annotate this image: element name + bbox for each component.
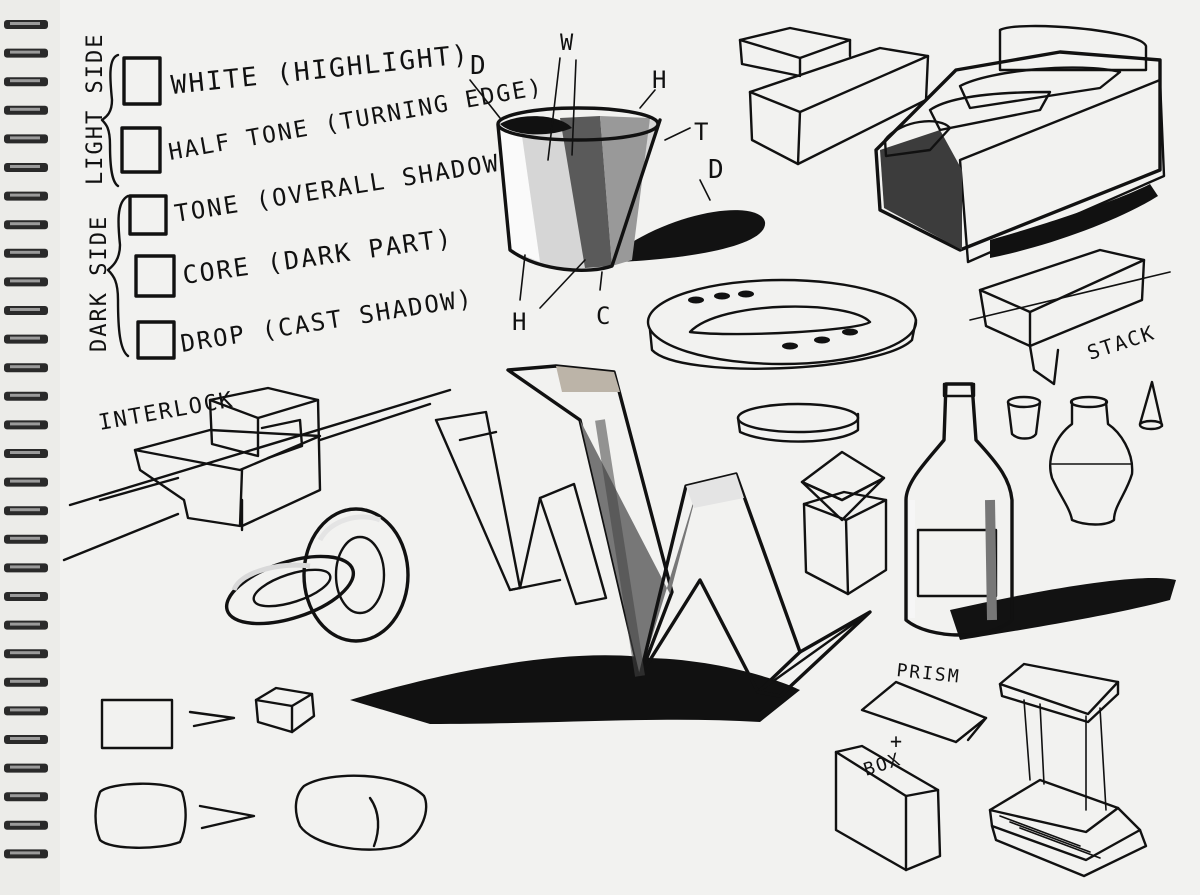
label-plus: + [890,729,904,753]
spiral-ring [4,334,48,344]
cyl-label-c: C [596,302,612,330]
w-wireframe-sketch [434,410,608,606]
spiral-ring [4,449,48,458]
spiral-ring [4,706,48,716]
cyl-label-w: W [560,31,575,56]
spiral-ring [4,649,48,659]
spiral-ring [4,163,48,172]
swatch-drop [136,320,176,360]
spiral-ring [4,391,48,401]
spiral-ring [4,220,48,230]
spiral-ring [4,134,48,144]
square-to-cube-sketch [100,686,316,750]
spiral-ring [4,620,48,630]
spiral-ring [4,506,48,516]
bucket-sketch: D W H T D H C [469,31,766,336]
swatch-white [122,56,162,106]
w-ribbon-sketch [350,364,872,724]
spiral-ring [4,792,48,802]
cyl-label-h-right: H [652,66,668,94]
spiral-ring [4,735,48,744]
swatch-core [134,254,176,298]
spiral-binding [4,20,48,859]
spiral-ring [4,592,48,601]
bottle-sketch [904,382,1176,640]
spiral-ring [4,306,48,315]
cyl-label-h-bottom: H [512,308,528,336]
dark-side-label: DARK SIDE [87,215,112,352]
spiral-ring [4,534,48,544]
spiral-ring [4,363,48,373]
cyl-label-t: T [694,118,710,146]
spiral-ring [4,849,48,859]
w-cast-shadow [350,655,800,724]
rounded-to-pillow-sketch [94,774,428,851]
spiral-ring [4,48,48,58]
pedestal-sketch [988,662,1148,878]
spiral-ring [4,248,48,258]
vase-sketch [1049,395,1134,526]
spiral-ring [4,191,48,201]
spiral-ring [4,677,48,687]
spiral-ring [4,105,48,115]
disc-sketch [646,278,918,443]
spiral-ring [4,563,48,573]
light-side-label: LIGHT SIDE [83,33,108,185]
spiral-ring [4,277,48,287]
swatch-tone [128,194,168,236]
spiral-ring [4,420,48,430]
swatch-halftone [120,126,162,174]
sofa-sketch [874,24,1166,264]
bucket-cast-shadow [620,210,766,262]
spiral-ring [4,763,48,773]
spiral-ring [4,477,48,487]
cube-sketch [800,450,888,596]
small-cup-sketch [1006,395,1042,440]
cone-sketch [1138,380,1164,431]
binding-strip [0,0,60,895]
cyl-label-d-right: D [708,155,726,185]
cyl-label-d-top: D [470,51,488,81]
spiral-ring [4,820,48,830]
spiral-ring [4,20,48,29]
spiral-ring [4,77,48,87]
chain-links-sketch [224,507,410,643]
